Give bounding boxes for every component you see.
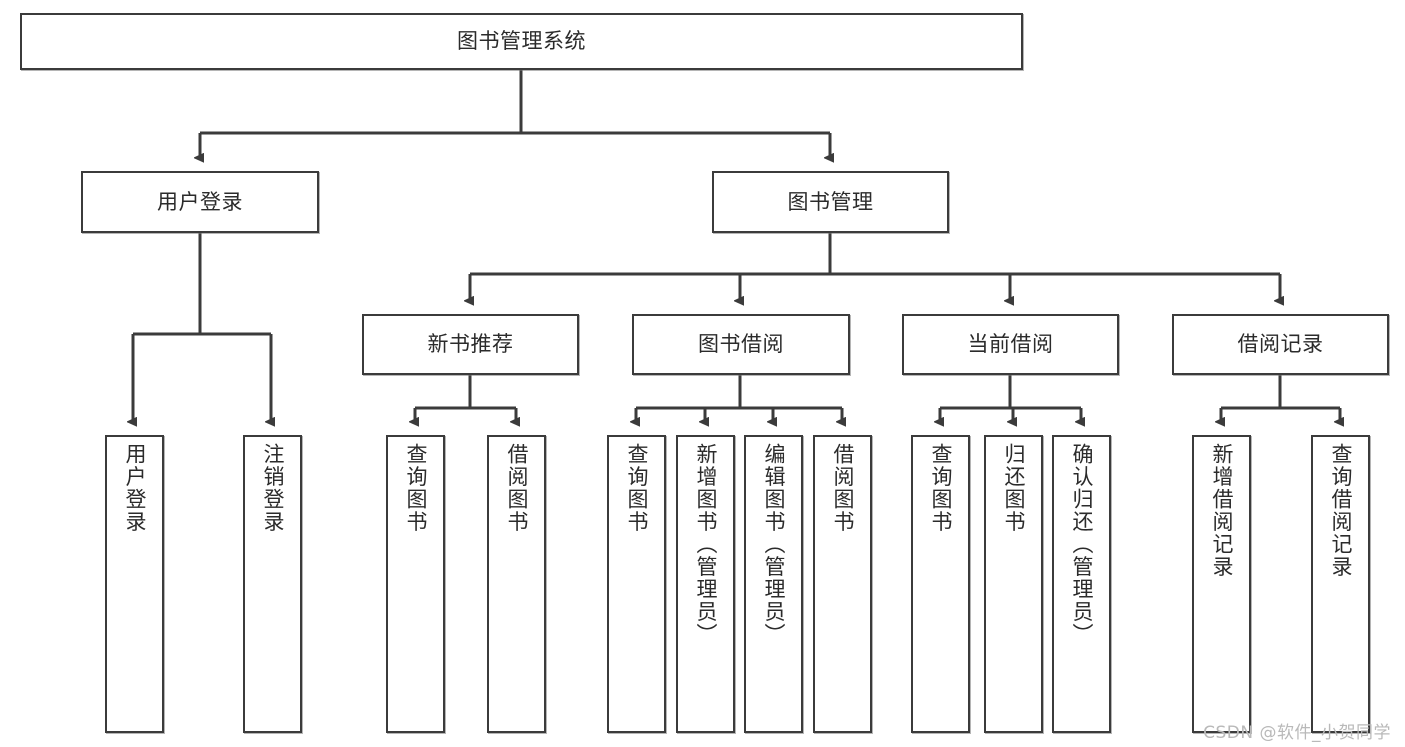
- node-leaf-borrow-book-1-label: 借阅图书: [504, 443, 529, 533]
- watermark: CSDN @软件_小贺同学: [1203, 723, 1391, 743]
- node-leaf-edit-book-label: 编辑图书（管理员）: [761, 443, 786, 646]
- node-current-borrow[interactable]: 当前借阅: [902, 314, 1119, 375]
- node-leaf-logout-label: 注销登录: [260, 443, 285, 533]
- node-leaf-query-book-2[interactable]: 查询图书: [607, 435, 666, 733]
- node-leaf-confirm-return-label: 确认归还（管理员）: [1069, 443, 1094, 646]
- node-leaf-borrow-book-1[interactable]: 借阅图书: [487, 435, 546, 733]
- node-current-borrow-label: 当前借阅: [967, 332, 1054, 357]
- node-user-login[interactable]: 用户登录: [81, 171, 319, 233]
- node-leaf-query-record[interactable]: 查询借阅记录: [1311, 435, 1370, 733]
- node-leaf-logout[interactable]: 注销登录: [243, 435, 302, 733]
- node-leaf-add-record[interactable]: 新增借阅记录: [1192, 435, 1251, 733]
- node-leaf-confirm-return[interactable]: 确认归还（管理员）: [1052, 435, 1111, 733]
- node-leaf-query-book-1[interactable]: 查询图书: [386, 435, 445, 733]
- node-book-borrow[interactable]: 图书借阅: [632, 314, 850, 375]
- node-leaf-return-book[interactable]: 归还图书: [984, 435, 1043, 733]
- node-leaf-add-book-label: 新增图书（管理员）: [693, 443, 718, 646]
- node-leaf-edit-book[interactable]: 编辑图书（管理员）: [744, 435, 803, 733]
- node-new-book-recommend-label: 新书推荐: [427, 332, 514, 357]
- node-leaf-user-login[interactable]: 用户登录: [105, 435, 164, 733]
- node-root[interactable]: 图书管理系统: [20, 13, 1023, 70]
- node-leaf-query-book-3-label: 查询图书: [928, 443, 953, 533]
- node-leaf-borrow-book-2[interactable]: 借阅图书: [813, 435, 872, 733]
- node-leaf-query-record-label: 查询借阅记录: [1328, 443, 1353, 578]
- node-leaf-borrow-book-2-label: 借阅图书: [830, 443, 855, 533]
- node-new-book-recommend[interactable]: 新书推荐: [362, 314, 579, 375]
- node-book-manage[interactable]: 图书管理: [712, 171, 949, 233]
- node-book-borrow-label: 图书借阅: [698, 332, 784, 357]
- node-borrow-record[interactable]: 借阅记录: [1172, 314, 1389, 375]
- node-leaf-query-book-3[interactable]: 查询图书: [911, 435, 970, 733]
- node-leaf-query-book-1-label: 查询图书: [403, 443, 428, 533]
- node-root-label: 图书管理系统: [457, 29, 586, 54]
- node-leaf-return-book-label: 归还图书: [1001, 443, 1026, 533]
- node-leaf-query-book-2-label: 查询图书: [624, 443, 649, 533]
- node-user-login-label: 用户登录: [157, 189, 243, 214]
- node-leaf-add-book[interactable]: 新增图书（管理员）: [676, 435, 735, 733]
- node-book-manage-label: 图书管理: [787, 189, 874, 214]
- node-borrow-record-label: 借阅记录: [1237, 332, 1324, 357]
- node-leaf-add-record-label: 新增借阅记录: [1209, 443, 1234, 578]
- node-leaf-user-login-label: 用户登录: [122, 443, 147, 533]
